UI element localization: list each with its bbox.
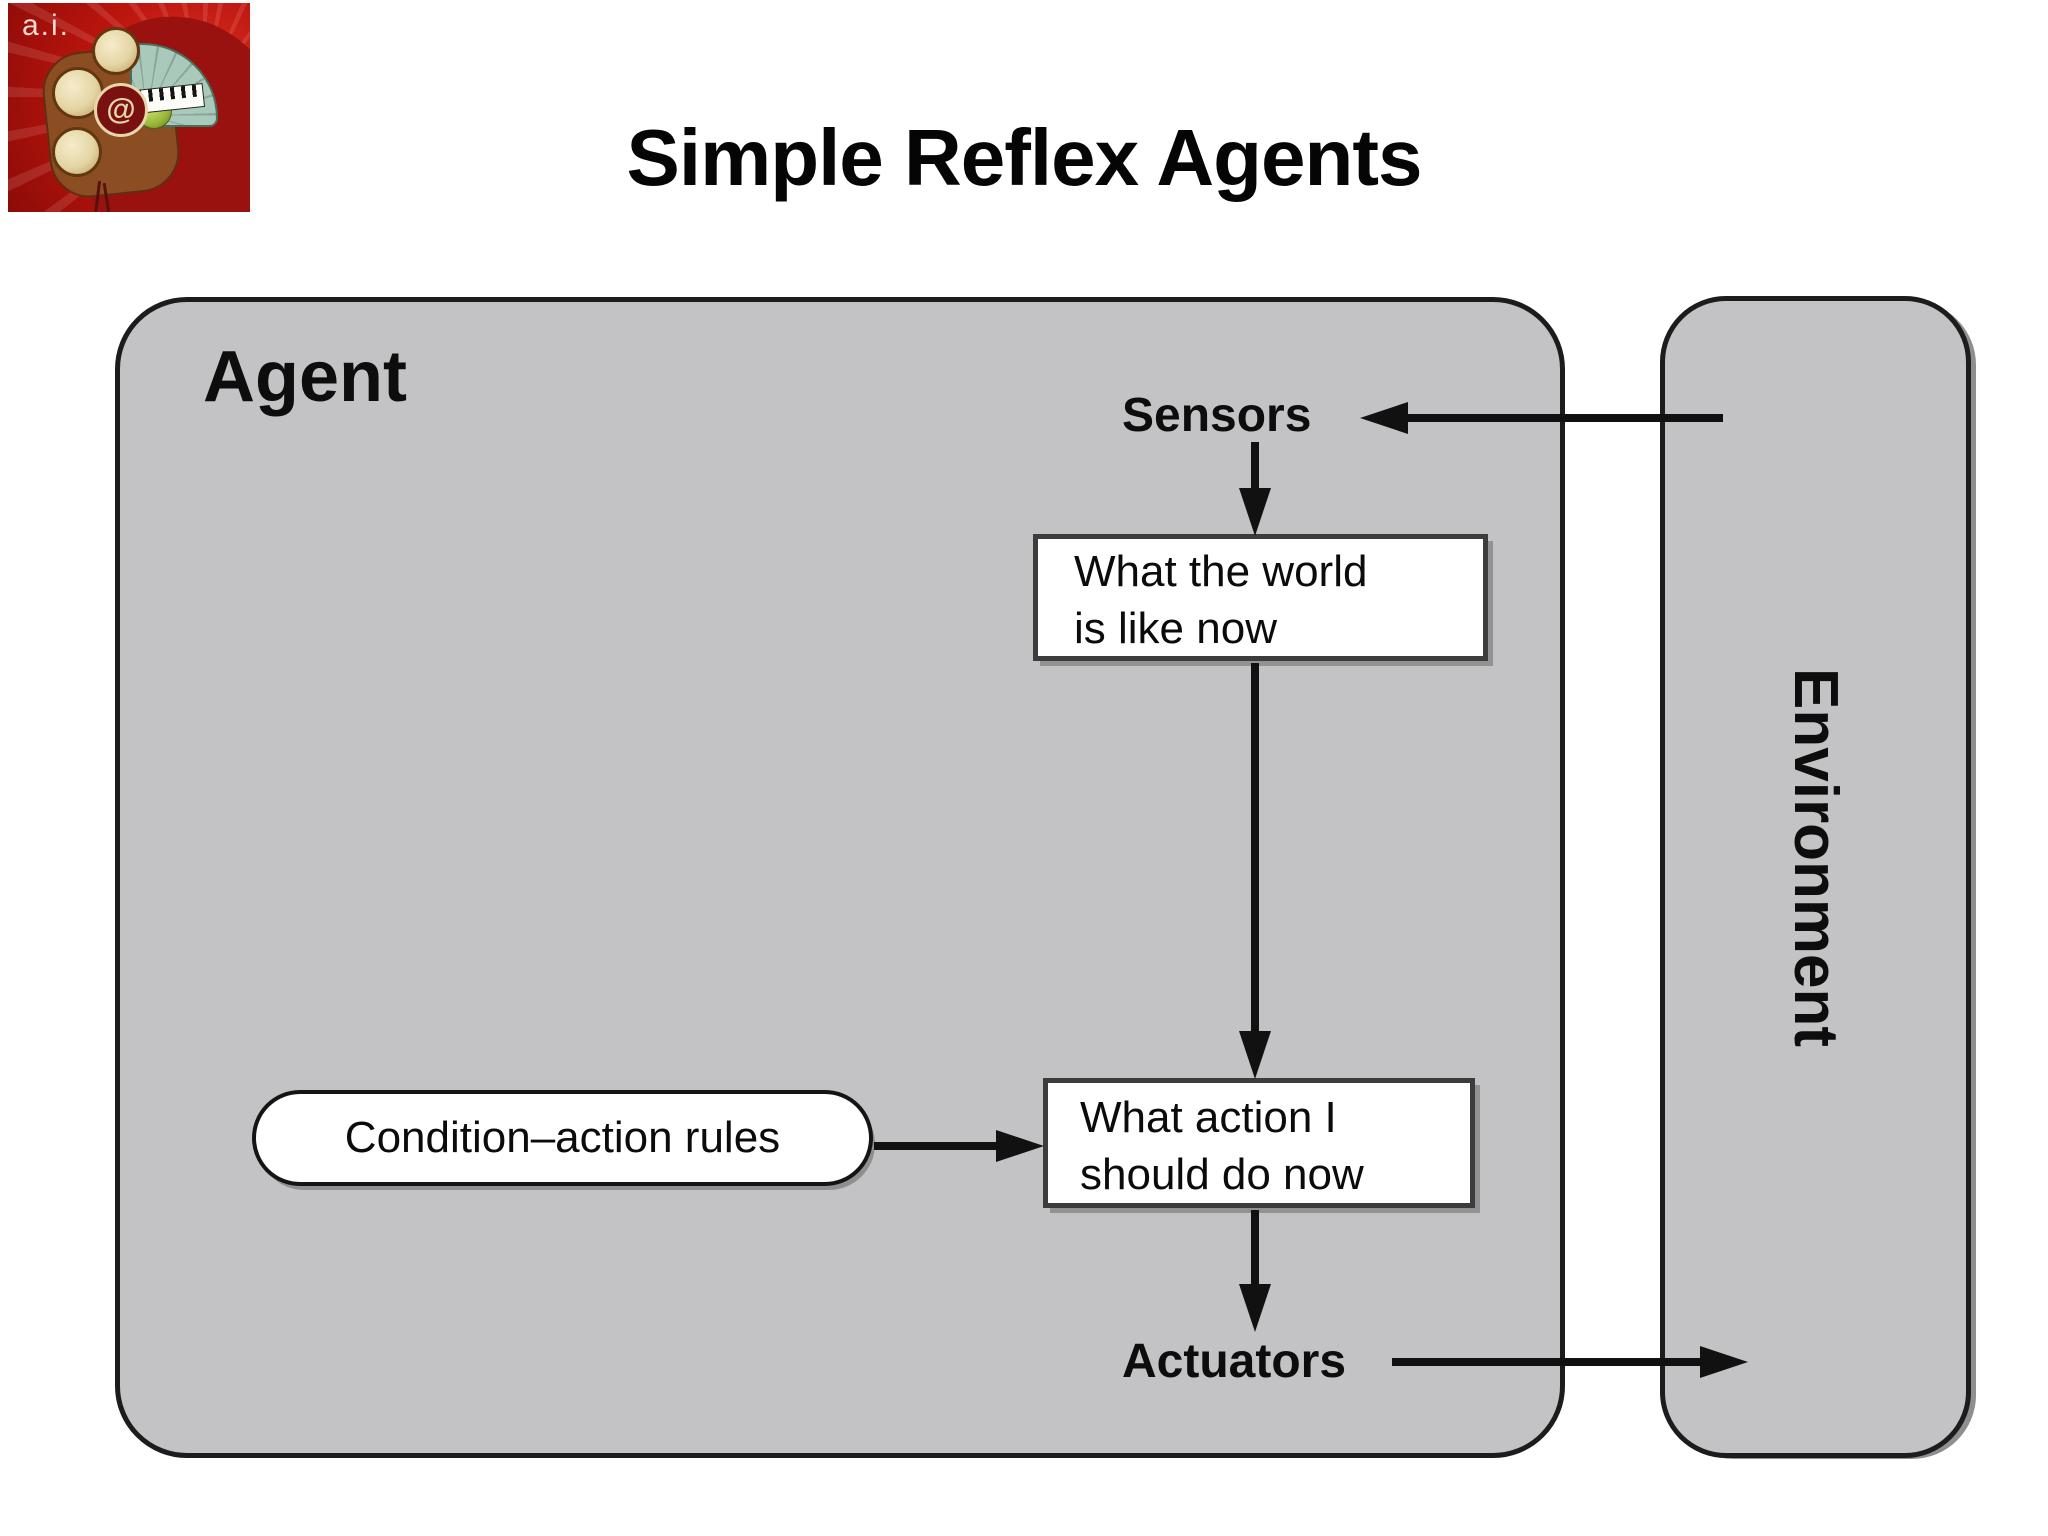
actuators-label: Actuators bbox=[1122, 1335, 1347, 1388]
arrow-action-to-actuators-shaft bbox=[1251, 1210, 1259, 1286]
arrow-rules-to-action-shaft bbox=[874, 1142, 998, 1150]
environment-container bbox=[1660, 296, 1971, 1458]
arrow-environment-to-sensors-shaft bbox=[1400, 414, 1723, 422]
brain-emblem-icon: @ bbox=[94, 83, 148, 137]
arrow-world-to-action-shaft bbox=[1251, 663, 1259, 1033]
condition-action-rules-label: Condition–action rules bbox=[344, 1113, 781, 1162]
brain-knob-icon bbox=[52, 127, 102, 177]
arrow-action-to-actuators-head-icon bbox=[1239, 1284, 1271, 1332]
action-choice-line2: should do now bbox=[1080, 1150, 1364, 1199]
agent-label: Agent bbox=[203, 337, 407, 417]
action-choice-box: What action I should do now bbox=[1043, 1078, 1475, 1208]
action-choice-line1: What action I bbox=[1080, 1093, 1337, 1142]
condition-action-rules-oval: Condition–action rules bbox=[252, 1090, 873, 1186]
sensors-label: Sensors bbox=[1122, 389, 1312, 442]
world-state-box: What the world is like now bbox=[1033, 534, 1488, 661]
arrow-actuators-to-environment-head-icon bbox=[1700, 1346, 1748, 1378]
brain-knob-icon bbox=[92, 27, 140, 75]
environment-label-wrap: Environment bbox=[1660, 296, 1971, 1458]
arrow-actuators-to-environment-shaft bbox=[1392, 1358, 1704, 1366]
environment-label: Environment bbox=[1781, 667, 1850, 1047]
world-state-line1: What the world bbox=[1074, 547, 1368, 596]
arrow-environment-to-sensors-head-icon bbox=[1360, 402, 1408, 434]
arrow-world-to-action-head-icon bbox=[1239, 1031, 1271, 1079]
ai-logo: @ a.i. bbox=[8, 3, 250, 212]
page-title: Simple Reflex Agents bbox=[626, 112, 1422, 202]
logo-ai-label: a.i. bbox=[22, 9, 71, 42]
agent-container bbox=[115, 297, 1565, 1458]
arrow-sensors-to-world-shaft bbox=[1251, 442, 1259, 494]
arrow-sensors-to-world-head-icon bbox=[1239, 488, 1271, 536]
world-state-line2: is like now bbox=[1074, 604, 1277, 653]
arrow-rules-to-action-head-icon bbox=[996, 1130, 1044, 1162]
